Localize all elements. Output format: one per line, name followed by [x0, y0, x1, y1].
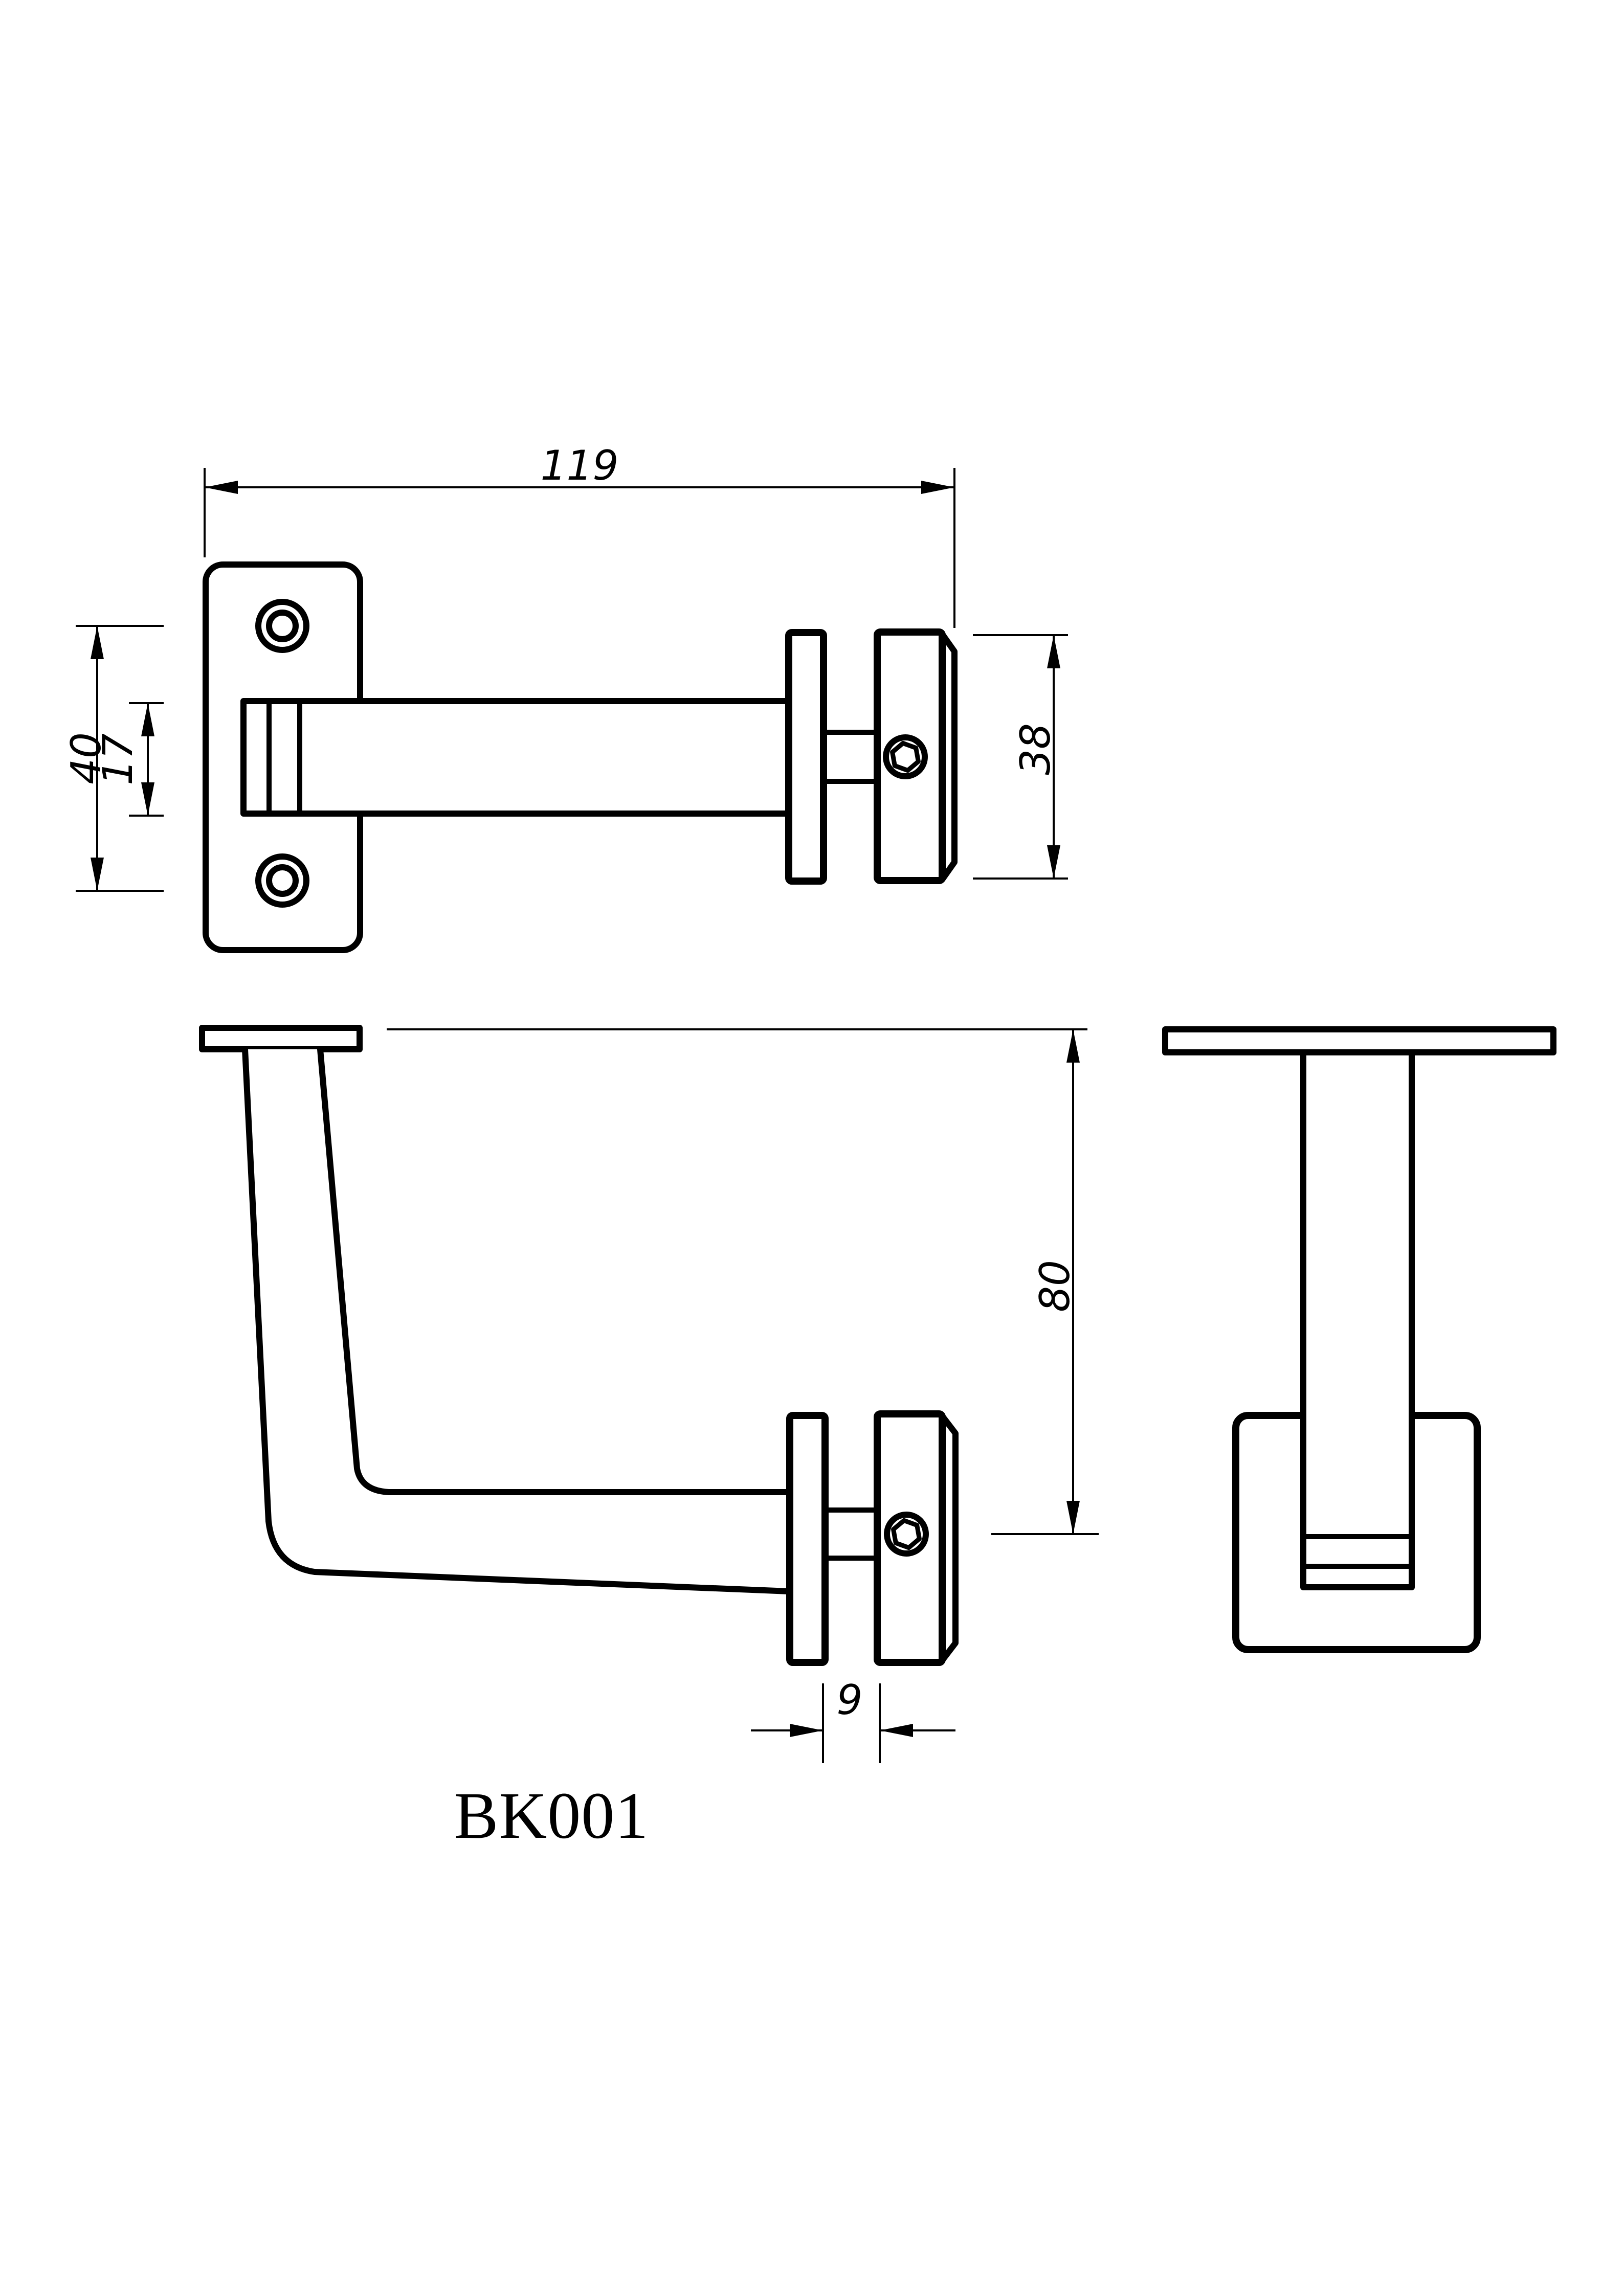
dim-overall-length: 119 [204, 442, 955, 628]
hex-socket-bolt [883, 734, 928, 779]
arrow-icon [1047, 845, 1060, 879]
bracket-arm-fill [245, 1049, 789, 1591]
part-number-label: BK001 [454, 1779, 649, 1853]
screw-hole-bottom [255, 853, 309, 908]
front-view [1162, 1026, 1556, 1653]
handrail-saddle [1162, 1026, 1556, 1055]
bracket-post [1300, 1049, 1415, 1590]
arrow-icon [790, 1724, 823, 1737]
clamp-plate-outer [874, 1410, 946, 1666]
dim-label-arm-width: 17 [94, 733, 142, 785]
arrow-icon [91, 858, 104, 891]
dim-clamp-height: 38 [973, 634, 1068, 880]
dim-label-overall-length: 119 [541, 442, 619, 489]
dim-hole-spacing: 40 [62, 625, 164, 892]
dim-arm-width: 17 [94, 702, 164, 817]
arrow-icon [1066, 1029, 1080, 1063]
arrow-icon [91, 626, 104, 659]
hex-socket-bolt [884, 1512, 929, 1557]
arrow-icon [141, 782, 154, 816]
bracket-arm-outer-edge [242, 1046, 792, 1594]
side-view [199, 1025, 959, 1666]
hex-socket-icon [891, 1518, 922, 1550]
dim-label-overall-height: 80 [1031, 1260, 1079, 1312]
arrow-icon [1047, 635, 1060, 668]
arrow-icon [880, 1724, 913, 1737]
arrow-icon [1066, 1501, 1080, 1534]
top-view [203, 561, 958, 953]
dim-label-glass-gap: 9 [837, 1676, 863, 1724]
mounting-arm [240, 698, 792, 817]
dim-label-clamp-height: 38 [1012, 723, 1059, 775]
dim-label-hole-spacing: 40 [62, 732, 110, 784]
bracket-arm-inner-edge [317, 1046, 792, 1495]
clamp-plate-outer [874, 628, 946, 884]
screw-hole-top [255, 599, 309, 653]
clamp-cap-edge [939, 1413, 959, 1663]
arrow-icon [921, 481, 954, 494]
arrow-icon [141, 703, 154, 736]
clamp-cap-edge [939, 631, 958, 883]
clamp-plate-inner [786, 1412, 829, 1666]
clamp-plate-inner [785, 629, 827, 885]
hex-socket-icon [890, 740, 921, 773]
handrail-saddle [199, 1025, 363, 1052]
dim-overall-height: 80 [387, 1028, 1099, 1535]
arrow-icon [205, 481, 238, 494]
dim-glass-gap: 9 [751, 1676, 955, 1763]
